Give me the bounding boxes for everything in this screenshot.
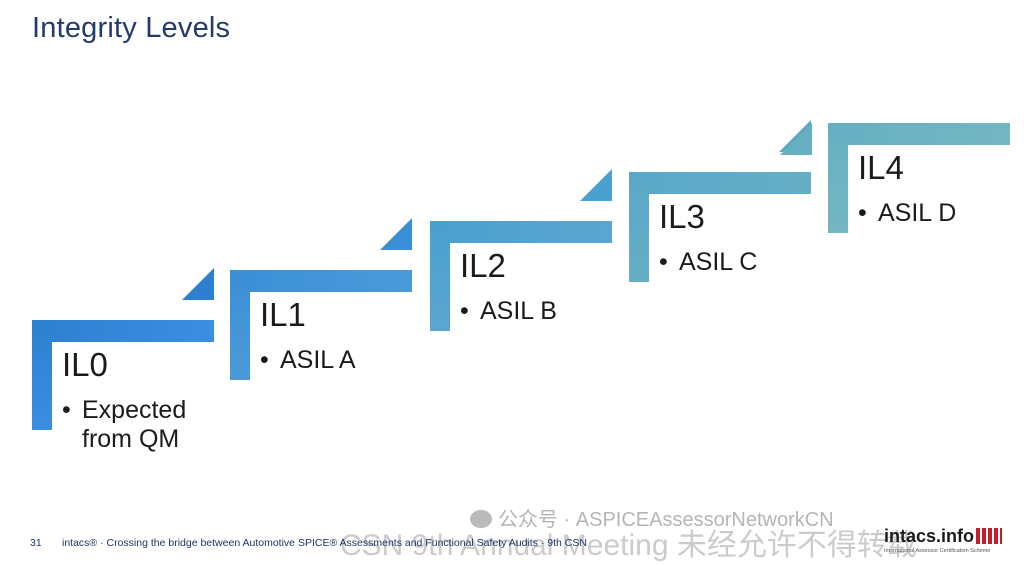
step-bullet-text: ASIL C <box>679 248 758 276</box>
step-label: IL1 <box>260 296 306 333</box>
step-bar-horizontal <box>230 270 412 292</box>
wechat-icon <box>470 510 492 528</box>
step-bar-horizontal <box>629 172 811 194</box>
step-label: IL4 <box>858 149 904 186</box>
step-label: IL3 <box>659 198 705 235</box>
logo-text: intacs.info <box>883 526 974 546</box>
step-bar-vertical <box>32 320 52 430</box>
step-corner-triangle <box>780 123 812 155</box>
logo-subtext: International Assessor Certification Sch… <box>883 548 991 554</box>
step-bar-horizontal <box>430 221 612 243</box>
step-bullet-text: ASIL A <box>280 346 356 374</box>
step-corner-triangle <box>580 169 612 201</box>
page-number: 31 <box>30 537 42 549</box>
step-bullet-text: ASIL B <box>480 297 557 325</box>
step-bar-vertical <box>230 270 250 380</box>
step-bullet: •ASIL B <box>460 297 557 325</box>
step-corner-triangle <box>182 268 214 300</box>
step-bullet-text: Expected <box>82 396 187 424</box>
slide-footer: 31 intacs® · Crossing the bridge between … <box>30 537 587 549</box>
step-bullet-text: ASIL D <box>878 199 957 227</box>
watermark-line1-text: 公众号 · ASPICEAssessorNetworkCN <box>498 509 834 531</box>
step-label: IL2 <box>460 247 506 284</box>
step-bullet: •ASIL A <box>260 346 356 374</box>
intacs-logo: intacs.info International Assessor Certi… <box>883 526 1002 554</box>
footer-text: intacs® · Crossing the bridge between Au… <box>62 537 587 549</box>
watermark-line1: 公众号 · ASPICEAssessorNetworkCN <box>470 503 834 532</box>
step-bar-horizontal <box>828 123 1010 145</box>
step-bar-vertical <box>629 172 649 282</box>
step-bullet: •ASIL C <box>659 248 758 276</box>
step-label: IL0 <box>62 346 108 383</box>
step-corner-triangle <box>380 218 412 250</box>
page-title: Integrity Levels <box>32 12 231 44</box>
step-bullet: •ASIL D <box>858 199 957 227</box>
step-bar-vertical <box>430 221 450 331</box>
step-bar-vertical <box>828 123 848 233</box>
watermark-line2: CSN 9th Annual Meeting 未经允许不得转载 <box>340 529 917 562</box>
step-bullet: •Expected from QM <box>62 396 187 453</box>
step-bar-horizontal <box>32 320 214 342</box>
logo-bars-icon <box>976 528 1002 544</box>
step-bullet-continuation: from QM <box>82 425 180 453</box>
